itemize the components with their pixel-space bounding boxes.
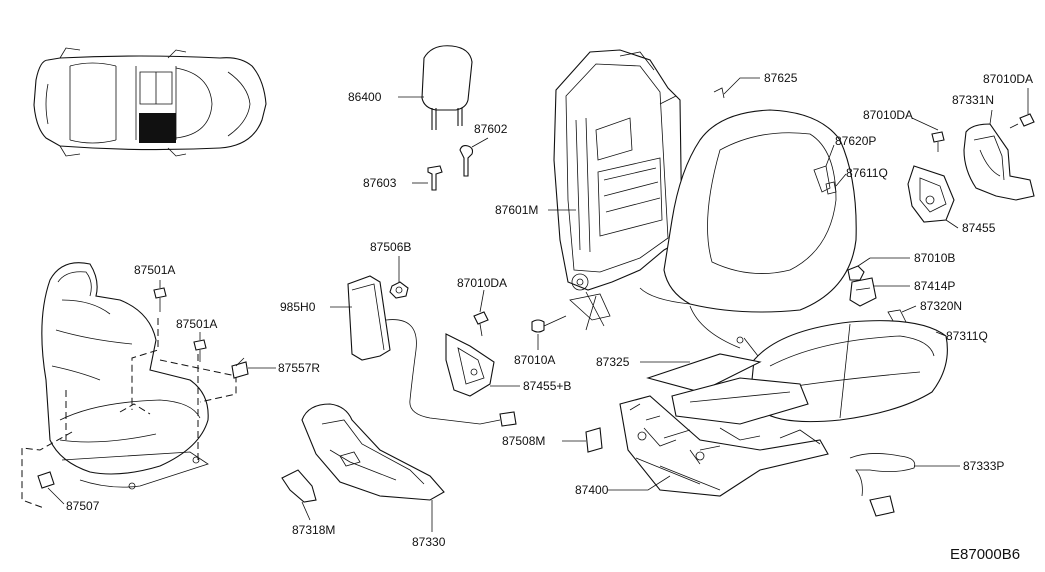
- seat-side-cover: 87330: [301, 403, 446, 549]
- label-87318M: 87318M: [292, 523, 335, 537]
- label-87557R: 87557R: [278, 361, 320, 375]
- label-87508M: 87508M: [502, 434, 545, 448]
- headrest-guide: 87602: [459, 122, 508, 177]
- label-87320N: 87320N: [920, 299, 962, 313]
- label-87010DA-mid: 87010DA: [863, 108, 913, 122]
- side-airbag: 985H0: [280, 275, 517, 427]
- headrest-guide-lock: 87603: [363, 165, 443, 191]
- label-87331N: 87331N: [952, 93, 994, 107]
- label-87325: 87325: [596, 355, 630, 369]
- cover-87318M: 87318M: [281, 469, 335, 537]
- seat-back-trim: [639, 109, 857, 357]
- headrest: 86400: [348, 45, 473, 130]
- label-985H0: 985H0: [280, 300, 316, 314]
- label-87455B: 87455+B: [523, 379, 571, 393]
- seat-cushion-pad: 87325: [596, 353, 809, 425]
- label-87455: 87455: [962, 221, 996, 235]
- side-finisher-87331N: 87331N: [952, 93, 1035, 201]
- vehicle-locator: [33, 47, 267, 157]
- label-87507: 87507: [66, 499, 100, 513]
- label-87400: 87400: [575, 483, 609, 497]
- bracket-87414P: 87414P: [849, 277, 955, 307]
- label-87010DA-top: 87010DA: [983, 72, 1033, 86]
- assembly-lines: [21, 318, 237, 509]
- diagram-code: E87000B6: [950, 546, 1020, 563]
- label-87603: 87603: [363, 176, 397, 190]
- label-86400: 86400: [348, 90, 382, 104]
- clip-87507: 87507: [37, 471, 100, 513]
- label-87501A-a: 87501A: [134, 263, 175, 277]
- seat-position-marker: [139, 113, 176, 143]
- clip-87611Q: 87611Q: [825, 166, 888, 195]
- bolt-87010DA-top: 87010DA: [983, 72, 1035, 129]
- label-87010A: 87010A: [514, 353, 555, 367]
- clip-87557R: 87557R: [231, 357, 320, 379]
- label-87602: 87602: [474, 122, 508, 136]
- nut-87010B: 87010B: [847, 251, 955, 281]
- side-finisher-87455B: 87455+B: [445, 333, 571, 397]
- seat-adjuster: 87400: [575, 395, 829, 497]
- seat-assembly: [41, 262, 209, 490]
- label-87311Q: 87311Q: [946, 329, 988, 343]
- label-87506B: 87506B: [370, 240, 411, 254]
- label-87625: 87625: [764, 71, 798, 85]
- label-87501A-b: 87501A: [176, 317, 217, 331]
- label-87620P: 87620P: [835, 134, 876, 148]
- clip-87625: 87625: [713, 71, 798, 99]
- seat-back-frame: 87601M: [495, 49, 683, 331]
- bolt-87010DA-mid: 87010DA: [863, 108, 945, 152]
- harness-87333P: 87333P: [849, 453, 1004, 517]
- side-finisher-87455: 87455: [907, 165, 996, 235]
- bolt-87010A: 87010A: [514, 315, 567, 367]
- nut-87506B: 87506B: [370, 240, 411, 299]
- label-87330: 87330: [412, 535, 446, 549]
- bracket-87620P: 87620P: [813, 134, 876, 193]
- label-87333P: 87333P: [963, 459, 1004, 473]
- bolt-87501A-a: 87501A: [134, 263, 175, 312]
- bolt-87501A-b: 87501A: [176, 317, 217, 362]
- label-87601M: 87601M: [495, 203, 538, 217]
- label-87611Q: 87611Q: [846, 166, 888, 180]
- label-87010B: 87010B: [914, 251, 955, 265]
- label-87010DA-low: 87010DA: [457, 276, 507, 290]
- bolt-87010DA-low: 87010DA: [457, 276, 507, 337]
- label-87414P: 87414P: [914, 279, 955, 293]
- label-plate-87508M: 87508M: [502, 427, 603, 453]
